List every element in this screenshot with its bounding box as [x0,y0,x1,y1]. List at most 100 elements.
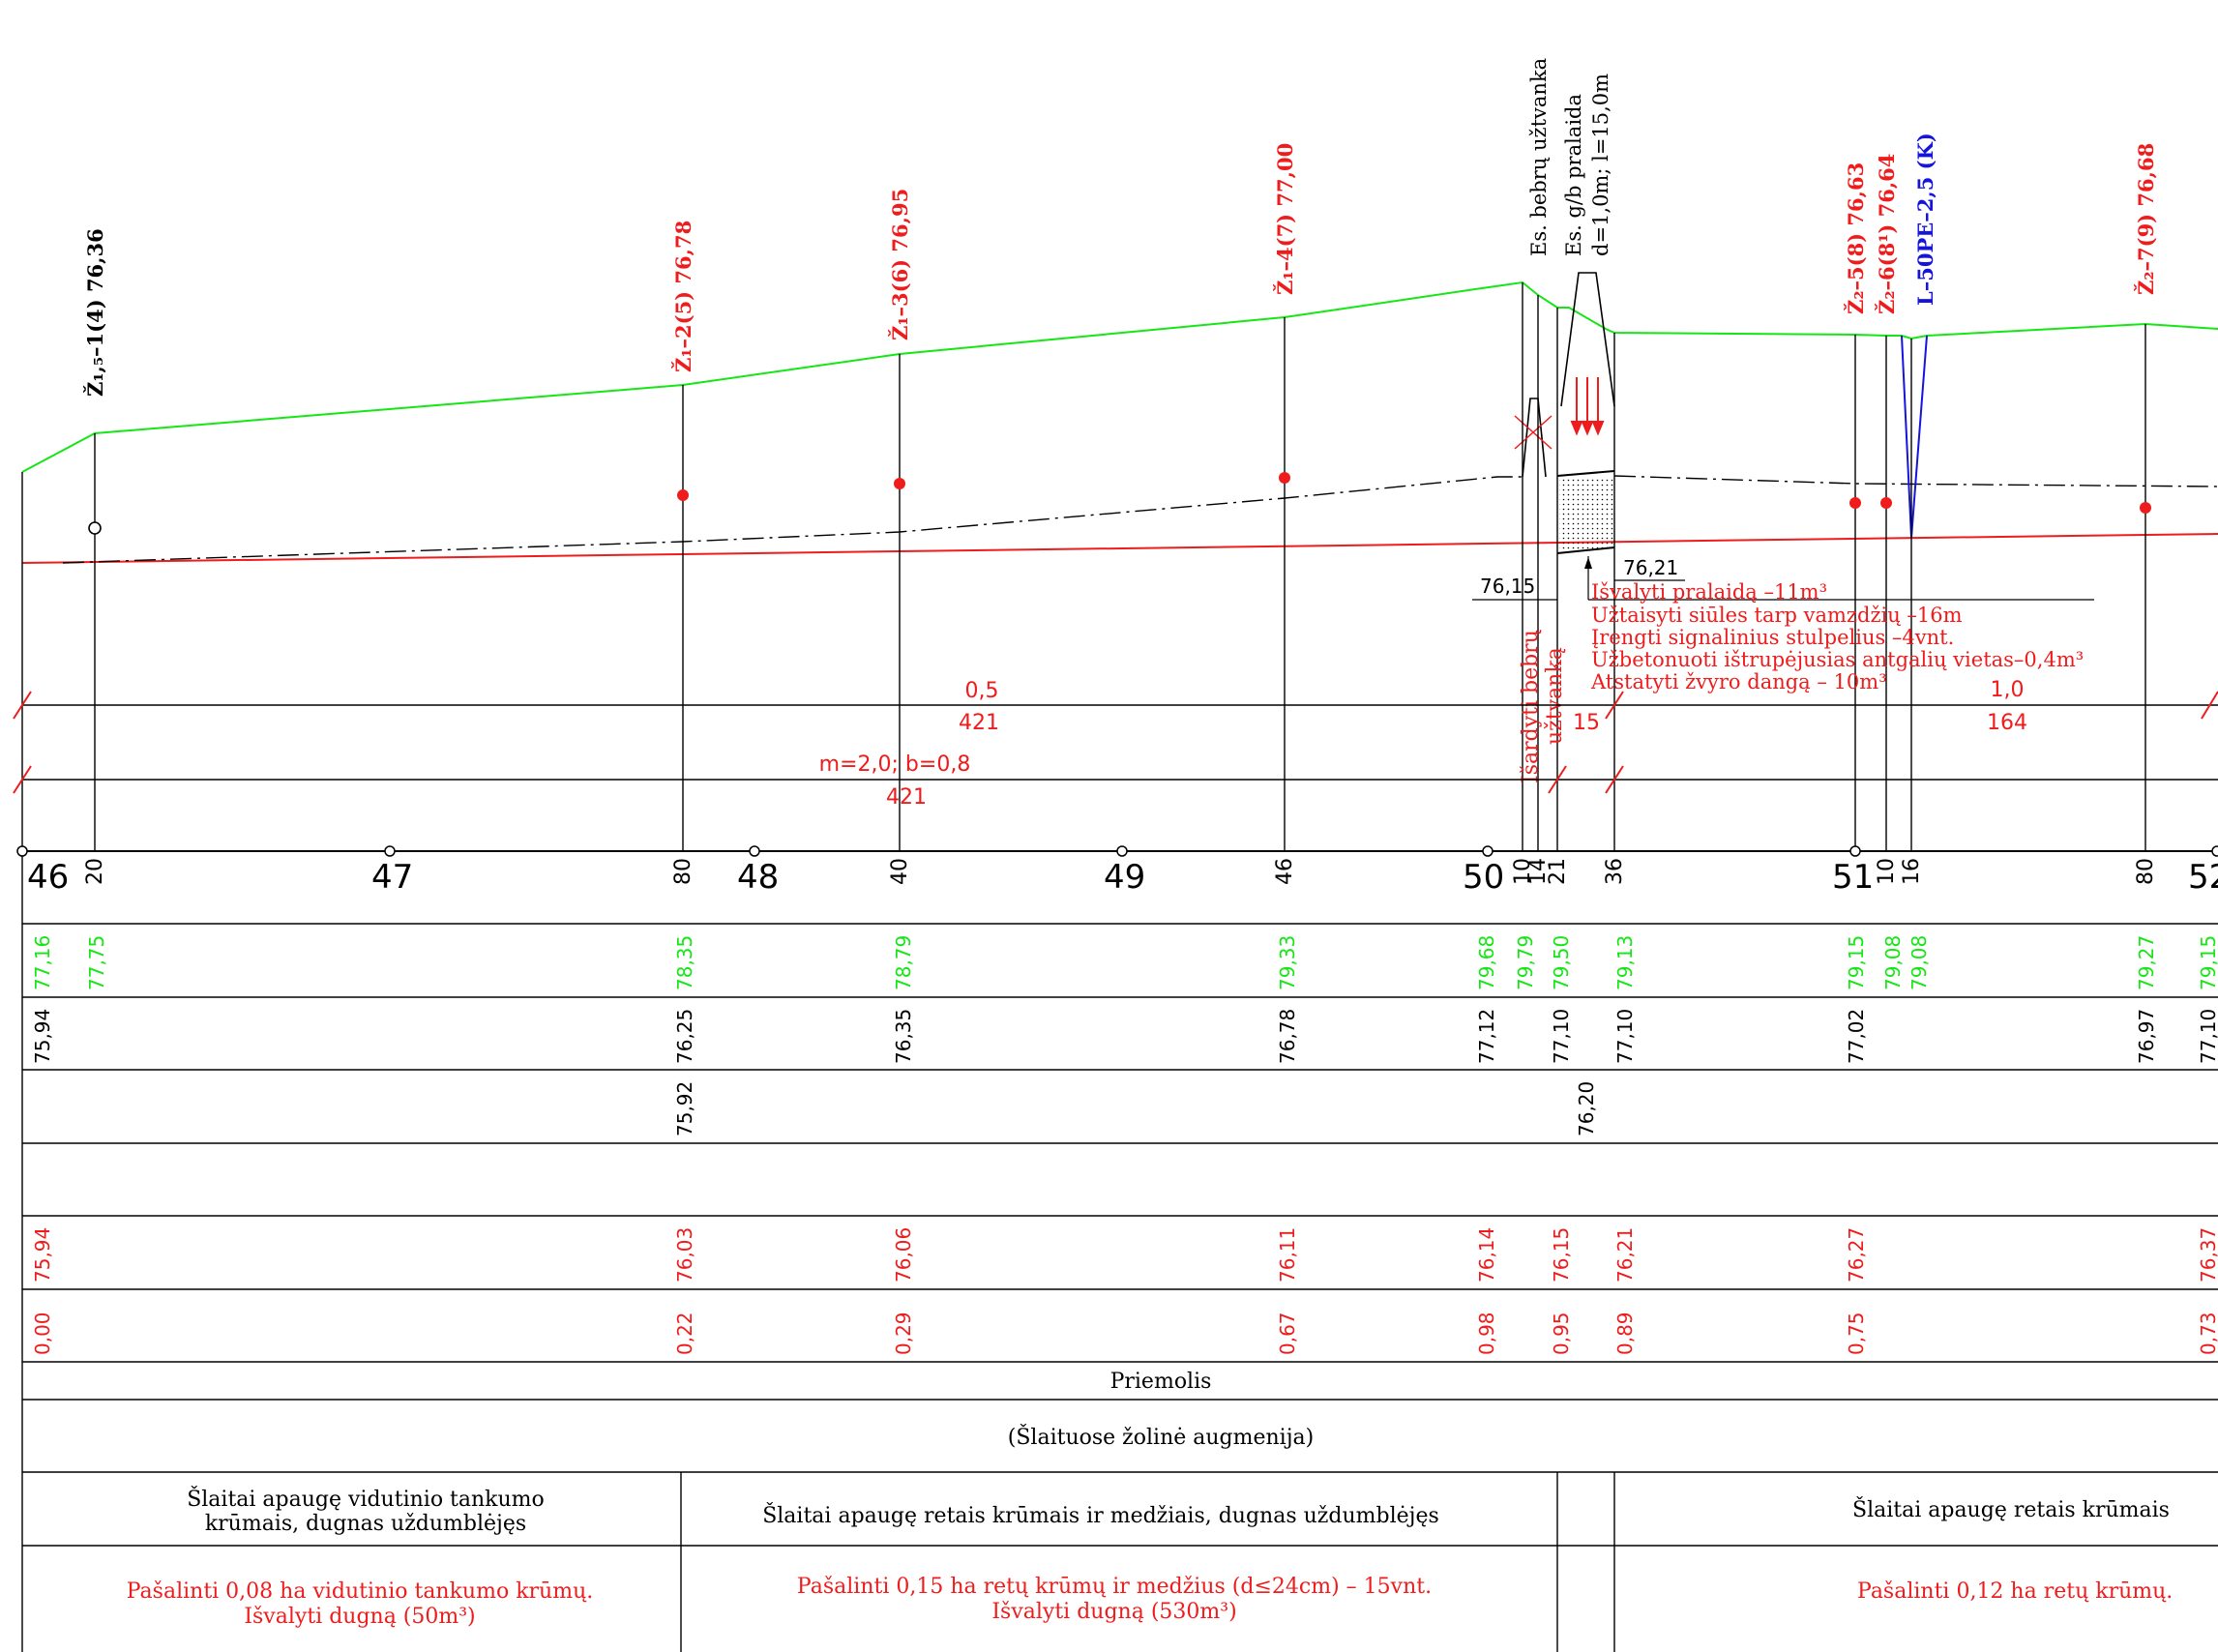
bottom-elevation-value: 77,02 [1845,1009,1868,1064]
ground-elevation-value: 79,08 [1907,935,1931,990]
station-47: 47 [371,858,413,897]
culvert-note-2: Užtaisyti siūles tarp vamzdžių –16m [1591,604,1963,627]
point-label-2: Ž₁–2(5) 76,78 [671,221,695,372]
design-elevation-value: 76,14 [1475,1227,1498,1283]
ground-elevation-value: 77,75 [85,935,108,990]
length-mb: 421 [886,785,927,810]
culvert-label: Es. g/b pralaida [1562,94,1585,256]
band-ticks [13,691,2218,794]
offset-label: 36 [1603,858,1627,885]
culvert-structure [1514,272,1615,554]
bottom-elevation-value: 77,10 [2197,1009,2218,1064]
elev-right: 76,21 [1623,556,1678,579]
condition-c: Šlaitai apaugę retais krūmais [1852,1496,2170,1522]
depth-value: 0,73 [2197,1312,2218,1355]
point-label-1: Ž₁,₅–1(4) 76,36 [83,228,107,397]
offset-label: 46 [1273,858,1297,885]
culvert-length: 15 [1573,711,1600,735]
bottom-elevation-value: 75,94 [31,1009,54,1064]
structure-labels: Es. bebrų užtvanka Es. g/b pralaida d=1,… [1519,58,1612,783]
station-markers [16,845,2218,857]
bottom-elevation-value: 77,12 [1475,1009,1498,1064]
ground-elevation-value: 79,15 [2197,935,2218,990]
design-elevation-value: 76,03 [673,1227,696,1283]
profile-verticals [21,282,2146,851]
ground-elevation-value: 78,79 [892,935,915,990]
depth-value: 0,67 [1276,1312,1299,1355]
point-label-7: L–50PE–2,5 (K) [1913,133,1937,306]
depth-value: 0,00 [31,1312,54,1355]
slope-left: 0,5 [965,679,999,703]
ground-elevation-value: 79,50 [1550,935,1573,990]
culvert-elevations: 76,15 76,21 [1472,556,2094,601]
design-elevation-value: 76,06 [892,1227,915,1283]
station-46: 46 [27,858,69,897]
depth-value: 0,75 [1845,1312,1868,1355]
offset-label: 10 [1511,858,1535,885]
extra-elevation-value: 75,92 [673,1081,696,1136]
bottom-elevation-value: 77,10 [1613,1009,1637,1064]
culvert-note-1: Išvalyti pralaidą –11m³ [1591,580,1827,604]
works-b1: Pašalinti 0,15 ha retų krūmų ir medžius … [797,1575,1432,1599]
point-label-5: Ž₂–5(8) 76,63 [1844,162,1868,314]
station-51: 51 [1832,858,1874,897]
point-label-6: Ž₂–6(8¹) 76,64 [1875,154,1899,314]
offset-label: 80 [671,858,695,885]
offset-label: 40 [888,858,912,885]
slope-right: 1,0 [1991,678,2025,702]
offset-labels: 20 80 40 46 10 14 21 36 10 16 80 [83,858,2158,885]
depth-value: 0,22 [673,1312,696,1355]
ground-elevation-value: 79,08 [1881,935,1905,990]
bottom-elevation-value: 76,97 [2135,1009,2158,1064]
station-labels: 46 47 48 49 50 51 52 [27,858,2218,897]
works-c1: Pašalinti 0,12 ha retų krūmų. [1857,1579,2173,1604]
length-left: 421 [959,711,999,735]
design-elevation-value: 76,21 [1613,1227,1637,1283]
condition-a2: krūmais, dugnas uždumblėjęs [205,1512,526,1536]
bottom-elevation-value: 77,10 [1550,1009,1573,1064]
depth-value: 0,98 [1475,1312,1498,1355]
elev-left: 76,15 [1480,575,1535,598]
soil-label: Priemolis [1110,1370,1212,1394]
point-label-3: Ž₁–3(6) 76,95 [888,189,912,340]
point-markers [88,472,2151,535]
dam-label: Es. bebrų užtvanka [1527,58,1551,256]
row-extra-elevations: 75,92 76,20 [673,1081,1598,1136]
design-elevation-value: 76,15 [1550,1227,1573,1283]
bottom-elevation-value: 76,25 [673,1009,696,1064]
ground-elevation-value: 79,15 [1845,935,1868,990]
ground-elevation-value: 79,13 [1613,935,1637,990]
culvert-notes: Išvalyti pralaidą –11m³ Užtaisyti siūles… [1590,580,2084,693]
condition-a1: Šlaitai apaugę vidutinio tankumo [187,1486,545,1512]
point-label-4: Ž₁–4(7) 77,00 [1273,143,1297,295]
culvert-note-5: Atstatyti žvyro dangą – 10m³ [1590,670,1887,693]
extra-elevation-value: 76,20 [1575,1081,1598,1136]
design-elevation-value: 76,27 [1845,1227,1868,1283]
design-elevation-value: 76,37 [2197,1227,2218,1283]
culvert-note-3: Įrengti signalinius stulpelius –4vnt. [1591,626,1954,649]
works-a1: Pašalinti 0,08 ha vidutinio tankumo krūm… [127,1579,594,1604]
works-a2: Išvalyti dugną (50m³) [244,1605,475,1629]
remove-dam-label-2: užtvanką [1543,647,1567,745]
station-52: 52 [2188,858,2218,897]
station-50: 50 [1463,858,1504,897]
ground-elevation-value: 79,27 [2135,935,2158,990]
bottom-elevation-value: 76,35 [892,1009,915,1064]
ground-elevation-value: 79,68 [1475,935,1498,990]
section-params: 0,5 421 m=2,0; b=0,8 421 15 1,0 164 [819,678,2027,810]
design-elevation-value: 76,11 [1276,1227,1299,1283]
culvert-dims-label: d=1,0m; l=15,0m [1589,74,1612,256]
station-48: 48 [737,858,779,897]
existing-bottom-line [62,475,2218,564]
depth-value: 0,29 [892,1312,915,1355]
culvert-note-4: Užbetonuoti ištrupėjusias antgalių vieta… [1591,648,2084,671]
offset-label: 10 [1875,858,1899,885]
depth-value: 0,95 [1550,1312,1573,1355]
vegetation-label: (Šlaituose žolinė augmenija) [1008,1424,1314,1450]
mb-label: m=2,0; b=0,8 [819,752,971,777]
